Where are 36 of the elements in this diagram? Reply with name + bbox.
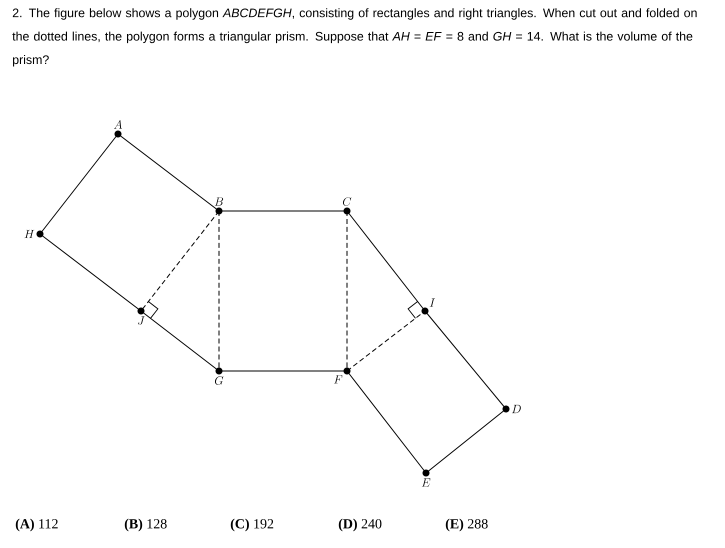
fold-line xyxy=(346,310,426,372)
polygon-edge xyxy=(424,310,506,410)
polygon-edge xyxy=(346,210,426,312)
vertex-point: $C$ xyxy=(342,197,352,214)
polygon-edge xyxy=(40,134,118,234)
node-label: $I$ xyxy=(430,298,436,307)
vertex-point: $E$ xyxy=(422,470,430,487)
fold-line xyxy=(140,210,220,312)
answer-choice: (B) 128 xyxy=(124,518,167,532)
vertex-point: $I$ xyxy=(422,298,436,314)
polygon-edge xyxy=(118,134,220,212)
node-label: $J$ xyxy=(138,316,145,325)
vertex-point: $J$ xyxy=(138,308,145,325)
polygon-edge xyxy=(426,408,506,474)
vertex-point: $F$ xyxy=(334,368,350,384)
answer-choice: (E) 288 xyxy=(446,518,488,532)
node-label: $B$ xyxy=(214,197,224,206)
answer-choice: (A) 112 xyxy=(16,518,58,532)
vertex-point: $D$ xyxy=(502,404,521,414)
polygon-edge xyxy=(140,310,220,372)
node-label: $A$ xyxy=(114,120,122,129)
node-label: $G$ xyxy=(214,376,224,385)
node-label: $C$ xyxy=(342,197,352,206)
polygon-edge xyxy=(40,234,142,312)
node-label: $D$ xyxy=(512,404,521,414)
answer-choice: (C) 192 xyxy=(230,518,274,532)
vertex-point: $G$ xyxy=(214,368,224,385)
vertex-point: $B$ xyxy=(214,197,224,214)
node-label: $H$ xyxy=(24,230,34,238)
node-label: $F$ xyxy=(334,375,342,384)
question-text: 2. The figure below shows a polygon ABCDEFGH, consisting of rectangles and right triangles. When cut out and folded on the dotted lines, the polygon forms a triangular prism. Suppose that AH = EF = 8 and GH = 14. What is the volume of the prism? xyxy=(12,8,697,67)
answer-choice: (D) 240 xyxy=(338,518,382,532)
vertex-point: $H$ xyxy=(24,230,44,238)
node-label: $E$ xyxy=(422,478,430,487)
vertex-point: $A$ xyxy=(114,120,122,138)
polygon-edge xyxy=(346,370,426,474)
